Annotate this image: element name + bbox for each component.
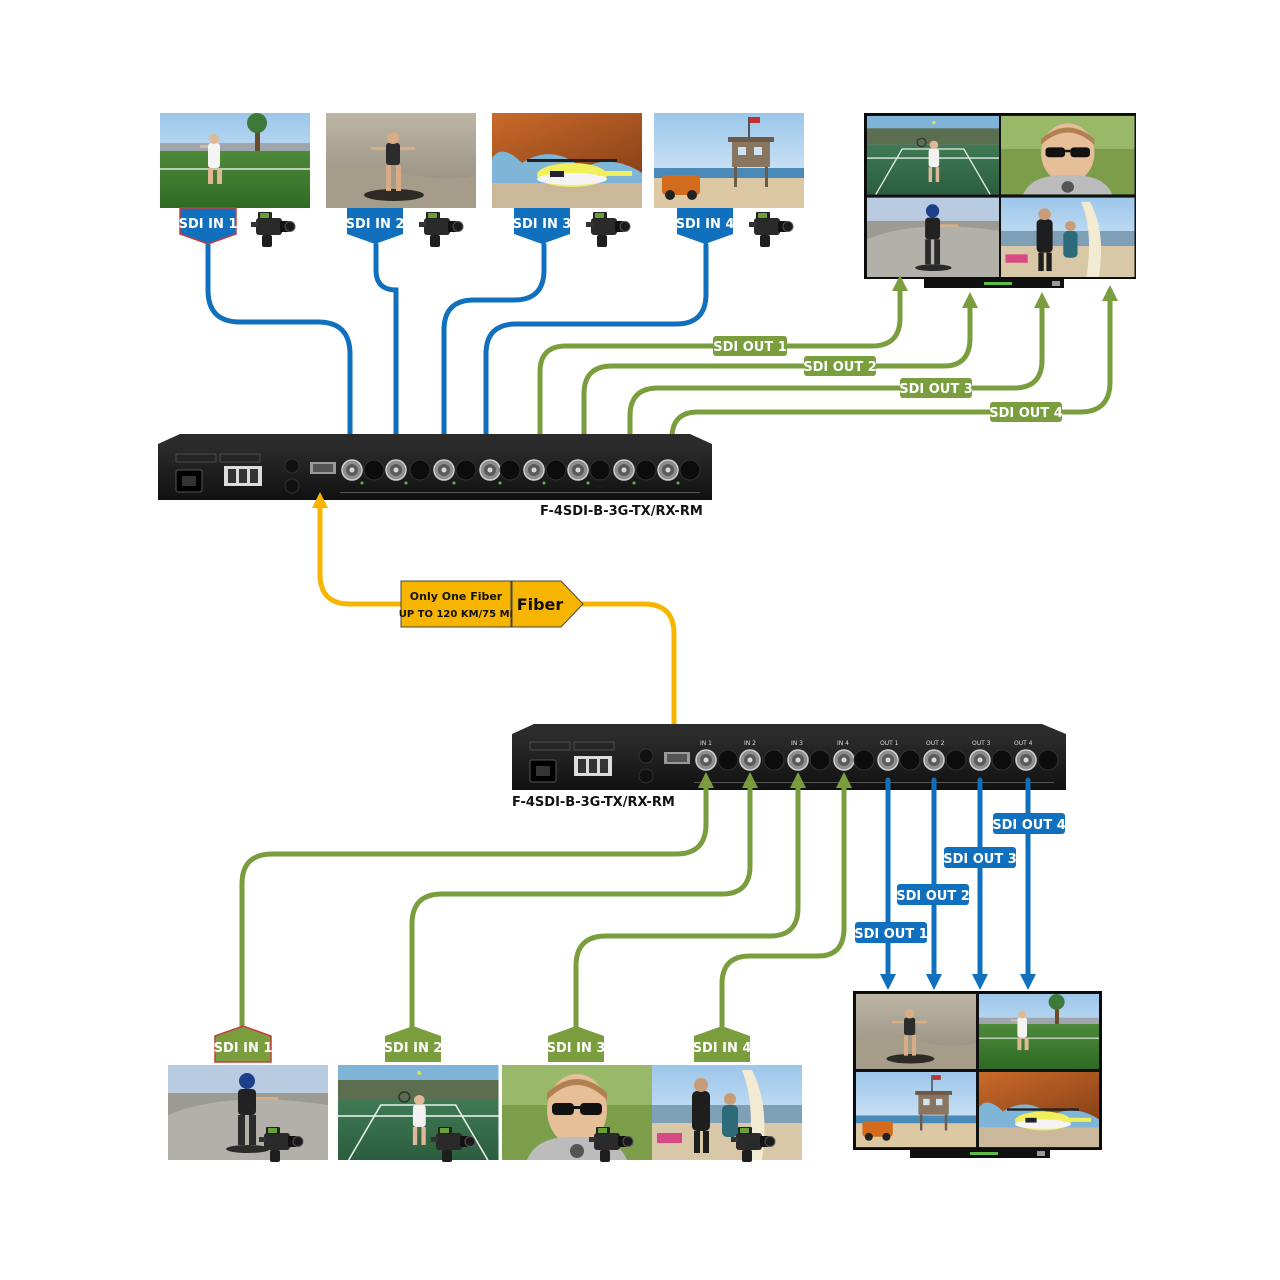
source-photo xyxy=(654,113,804,208)
bottom-output-4-label: SDI OUT 4 xyxy=(992,818,1066,833)
bottom-device-label: F-4SDI-B-3G-TX/RX-RM xyxy=(512,795,675,810)
top-input-sources xyxy=(160,113,804,208)
bottom-output-1-label: SDI OUT 1 xyxy=(854,927,928,942)
top-input-2 xyxy=(326,113,476,208)
bottom-input-sources xyxy=(168,1064,802,1163)
bottom-input-2 xyxy=(337,1064,500,1161)
cable-out-2 xyxy=(581,291,979,463)
bottom-output-3-label: SDI OUT 3 xyxy=(943,852,1017,867)
top-quad-monitor xyxy=(864,113,1136,288)
source-photo xyxy=(337,1064,500,1161)
top-output-labels: SDI OUT 1 SDI OUT 2 SDI OUT 3 SDI OUT 4 xyxy=(713,336,1063,422)
port-out-1: OUT 1 xyxy=(880,740,899,747)
port-in-1: IN 1 xyxy=(700,740,712,747)
top-output-1-label: SDI OUT 1 xyxy=(713,340,787,355)
cable-b-in-2 xyxy=(409,771,759,1033)
source-photo xyxy=(492,113,642,208)
port-in-3: IN 3 xyxy=(791,740,803,747)
bottom-input-4-label: SDI IN 4 xyxy=(693,1041,752,1056)
cable-in-4 xyxy=(477,242,709,451)
top-output-cables xyxy=(537,274,1119,463)
source-photo xyxy=(326,113,476,208)
port-out-2: OUT 2 xyxy=(926,740,945,747)
top-input-1 xyxy=(160,113,310,208)
bottom-output-2-label: SDI OUT 2 xyxy=(896,889,970,904)
top-device xyxy=(158,434,712,500)
top-output-3-label: SDI OUT 3 xyxy=(899,382,973,397)
top-input-cables xyxy=(205,242,709,451)
top-input-3 xyxy=(492,113,642,208)
fiber-callout: Only One Fiber UP TO 120 KM/75 MI Fiber xyxy=(399,580,584,628)
cable-in-2 xyxy=(373,242,405,451)
source-photo xyxy=(168,1065,328,1160)
cable-out-3 xyxy=(627,291,1051,463)
label-shape xyxy=(179,207,237,245)
top-input-labels: SDI IN 1 SDI IN 2 SDI IN 3 SDI IN 4 xyxy=(179,207,735,245)
bottom-input-1 xyxy=(168,1065,328,1163)
bottom-device xyxy=(512,724,1066,790)
cable-b-in-3 xyxy=(573,771,807,1033)
bottom-input-3-label: SDI IN 3 xyxy=(547,1041,606,1056)
port-out-4: OUT 4 xyxy=(1014,740,1033,747)
cable-b-in-4 xyxy=(719,771,853,1033)
top-device-label: F-4SDI-B-3G-TX/RX-RM xyxy=(540,504,703,519)
bottom-input-labels: SDI IN 1 SDI IN 2 SDI IN 3 SDI IN 4 xyxy=(214,1025,752,1063)
cable-out-4 xyxy=(669,284,1119,463)
bottom-input-4 xyxy=(652,1065,802,1160)
port-out-3: OUT 3 xyxy=(972,740,991,747)
top-output-2-label: SDI OUT 2 xyxy=(803,360,877,375)
top-input-2-label: SDI IN 2 xyxy=(346,217,405,232)
bottom-output-cables xyxy=(879,777,1037,991)
source-photo xyxy=(160,113,310,208)
bottom-input-cables xyxy=(239,771,853,1033)
bottom-quad-monitor xyxy=(853,991,1102,1158)
fiber-tag: Fiber xyxy=(517,595,564,614)
camcorder-icon xyxy=(418,211,464,248)
top-input-3-label: SDI IN 3 xyxy=(513,217,572,232)
top-output-4-label: SDI OUT 4 xyxy=(989,406,1063,421)
camcorder-icon xyxy=(748,211,794,248)
fiber-line-2: UP TO 120 KM/75 MI xyxy=(399,609,514,620)
bottom-input-1-label: SDI IN 1 xyxy=(214,1041,273,1056)
top-input-4 xyxy=(654,113,804,208)
camcorder-icon xyxy=(250,211,296,248)
bottom-input-2-label: SDI IN 2 xyxy=(384,1041,443,1056)
cable-in-1 xyxy=(205,242,359,451)
cable-in-3 xyxy=(435,242,547,451)
bottom-port-labels: IN 1 IN 2 IN 3 IN 4 OUT 1 OUT 2 OUT 3 OU… xyxy=(700,740,1033,747)
source-photo xyxy=(652,1065,802,1160)
fiber-line-1: Only One Fiber xyxy=(410,590,503,603)
bottom-output-labels: SDI OUT 1 SDI OUT 2 SDI OUT 3 SDI OUT 4 xyxy=(854,813,1066,943)
top-input-1-label: SDI IN 1 xyxy=(179,217,238,232)
camcorder-icon xyxy=(585,211,631,248)
cable-b-in-1 xyxy=(239,771,715,1033)
top-input-4-label: SDI IN 4 xyxy=(676,217,735,232)
port-in-2: IN 2 xyxy=(744,740,756,747)
port-in-4: IN 4 xyxy=(837,740,849,747)
